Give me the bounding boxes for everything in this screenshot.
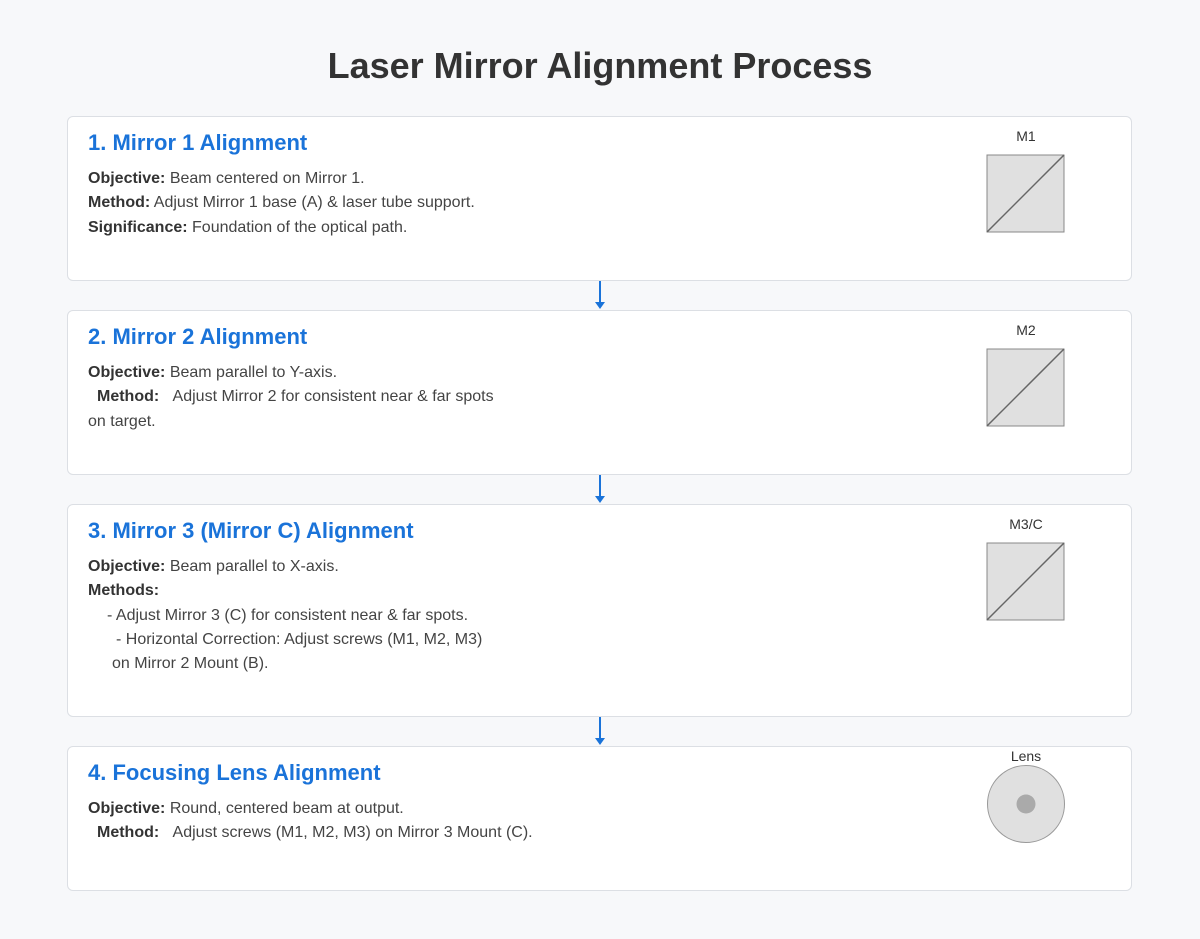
step-heading: 1. Mirror 1 Alignment: [88, 130, 308, 155]
method-label: Method:: [97, 824, 160, 842]
mirror-label: M2: [1016, 322, 1036, 338]
objective-label: Objective:: [88, 170, 166, 187]
mirror-icon: [986, 542, 1065, 621]
method-text: Adjust Mirror 2 for consistent near & fa…: [172, 388, 494, 406]
method-text: Adjust screws (M1, M2, M3) on Mirror 3 M…: [172, 824, 533, 842]
step-card-focusing-lens: 4. Focusing Lens Alignment Objective: Ro…: [67, 746, 1132, 891]
step-card-mirror-1: 1. Mirror 1 Alignment Objective: Beam ce…: [67, 116, 1132, 281]
arrow-down-icon: [595, 475, 605, 503]
arrow-down-icon: [595, 717, 605, 745]
method-item: - Adjust Mirror 3 (C) for consistent nea…: [107, 606, 469, 624]
step-heading: 3. Mirror 3 (Mirror C) Alignment: [88, 518, 414, 543]
mirror-label: M1: [1016, 128, 1036, 144]
step-description: Objective: Beam centered on Mirror 1. Me…: [88, 167, 548, 240]
method-text: Adjust Mirror 1 base (A) & laser tube su…: [153, 194, 475, 212]
objective-text: Beam centered on Mirror 1.: [169, 170, 365, 187]
step-description: Objective: Round, centered beam at outpu…: [88, 797, 688, 846]
mirror-icon: [986, 348, 1065, 427]
objective-text: Beam parallel to X-axis.: [169, 558, 339, 575]
objective-label: Objective:: [88, 558, 166, 575]
step-card-mirror-3: 3. Mirror 3 (Mirror C) Alignment Objecti…: [67, 504, 1132, 717]
lens-label: Lens: [1010, 748, 1042, 764]
objective-label: Objective:: [88, 800, 166, 817]
arrow-down-icon: [595, 281, 605, 309]
objective-text: Round, centered beam at output.: [169, 800, 404, 817]
method-label: Method:: [97, 388, 160, 406]
significance-text: Foundation of the optical path.: [192, 218, 408, 236]
step-description: Objective: Beam parallel to Y-axis. Meth…: [88, 361, 548, 434]
objective-label: Objective:: [88, 364, 166, 381]
lens-icon: [987, 765, 1065, 843]
mirror-icon: [986, 154, 1065, 233]
method-text-continued: on target.: [88, 412, 156, 430]
step-card-mirror-2: 2. Mirror 2 Alignment Objective: Beam pa…: [67, 310, 1132, 475]
method-label: Method:: [88, 194, 151, 212]
mirror-label: M3/C: [1009, 516, 1043, 532]
method-item: on Mirror 2 Mount (B).: [112, 655, 269, 673]
objective-text: Beam parallel to Y-axis.: [169, 364, 338, 381]
method-item: - Horizontal Correction: Adjust screws (…: [116, 630, 483, 648]
step-heading: 4. Focusing Lens Alignment: [88, 760, 381, 785]
methods-label: Methods:: [88, 582, 160, 600]
step-description: Objective: Beam parallel to X-axis. Meth…: [88, 555, 548, 676]
step-heading: 2. Mirror 2 Alignment: [88, 324, 308, 349]
significance-label: Significance:: [88, 218, 188, 236]
page-title: Laser Mirror Alignment Process: [327, 45, 873, 86]
